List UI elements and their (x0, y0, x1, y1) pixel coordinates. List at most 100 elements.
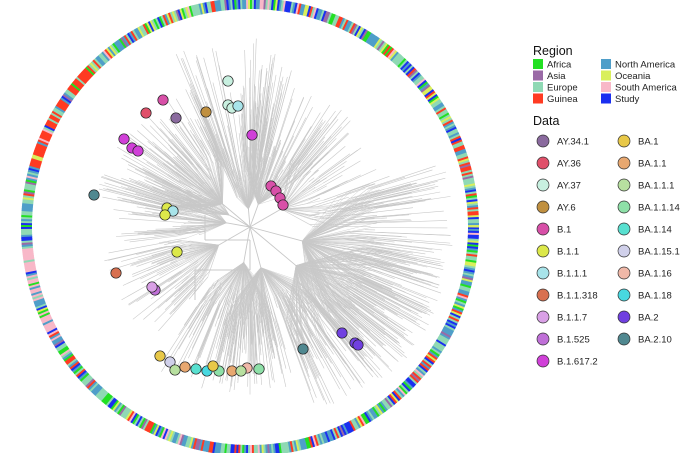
ring-segment (454, 146, 466, 153)
ring-segment (417, 364, 428, 374)
data-legend-label: AY.37 (557, 181, 581, 192)
ring-segment (162, 14, 169, 26)
ring-segment (25, 268, 37, 273)
ring-segment (92, 59, 102, 69)
ring-segment (145, 421, 153, 432)
ring-segment (440, 115, 452, 124)
data-legend-marker (617, 134, 631, 148)
ring-segment (219, 443, 224, 453)
ring-segment (143, 420, 152, 432)
ring-segment (54, 340, 66, 349)
ring-segment (248, 0, 251, 10)
ring-segment (313, 434, 319, 447)
ring-segment (418, 81, 429, 91)
region-swatch (601, 82, 611, 92)
ring-segment (386, 395, 396, 406)
ring-segment (295, 3, 301, 15)
ring-segment (147, 421, 155, 433)
lineage-marker (157, 94, 169, 106)
ring-segment (24, 186, 36, 192)
ring-segment (465, 195, 478, 199)
ring-segment (82, 69, 93, 79)
ring-segment (31, 292, 43, 298)
ring-segment (376, 40, 385, 51)
ring-segment (327, 429, 334, 441)
ring-segment (73, 79, 84, 89)
ring-segment (376, 403, 385, 414)
ring-segment (313, 8, 320, 20)
ring-segment (175, 9, 182, 21)
ring-segment (467, 219, 479, 222)
ring-segment (296, 439, 302, 451)
ring-segment (65, 88, 77, 98)
ring-segment (421, 86, 432, 95)
ring-segment (83, 67, 94, 77)
ring-segment (385, 47, 395, 58)
ring-segment (433, 342, 445, 351)
ring-segment (51, 335, 63, 344)
ring-segment (22, 198, 34, 203)
ring-segment (315, 8, 322, 20)
ring-segment (190, 5, 196, 17)
ring-segment (72, 80, 83, 90)
lineage-marker (336, 327, 348, 339)
lineage-marker (110, 267, 122, 279)
ring-segment (285, 1, 291, 13)
ring-segment (132, 29, 140, 41)
ring-segment (133, 414, 141, 426)
ring-segment (463, 181, 475, 186)
ring-segment (196, 3, 202, 16)
ring-segment (103, 394, 113, 405)
region-swatch (533, 70, 543, 81)
ring-segment (27, 169, 40, 175)
ring-segment (179, 8, 185, 20)
ring-segment (368, 408, 377, 420)
ring-segment (39, 133, 52, 141)
ring-segment (28, 283, 40, 289)
ring-segment (427, 94, 438, 103)
ring-segment (345, 21, 353, 33)
ring-segment (23, 256, 35, 261)
data-legend-label: B.1 (557, 225, 571, 236)
ring-segment (451, 306, 464, 314)
ring-segment (36, 140, 49, 148)
ring-segment (430, 347, 441, 356)
ring-segment (43, 322, 55, 330)
ring-segment (415, 367, 426, 377)
ring-segment (449, 312, 461, 319)
ring-segment (251, 0, 255, 10)
ring-segment (450, 137, 462, 144)
ring-segment (59, 98, 70, 107)
ring-segment (23, 188, 36, 193)
ring-segment (75, 368, 86, 378)
lineage-marker (190, 363, 202, 375)
ring-segment (427, 352, 438, 361)
ring-segment (173, 432, 180, 444)
ring-segment (456, 154, 468, 161)
ring-segment (100, 392, 110, 403)
ring-segment (40, 315, 52, 322)
ring-segment (462, 175, 474, 181)
ring-segment (432, 102, 444, 111)
ring-segment (149, 20, 157, 32)
ring-segment (126, 410, 135, 422)
ring-segment (188, 436, 194, 449)
ring-segment (24, 264, 36, 269)
ring-segment (435, 339, 447, 348)
ring-segment (341, 423, 349, 435)
ring-segment (216, 0, 221, 12)
ring-segment (365, 32, 374, 44)
ring-segment (105, 47, 115, 58)
ring-segment (453, 144, 465, 152)
ring-segment (308, 6, 314, 18)
ring-segment (90, 383, 100, 394)
ring-segment (186, 436, 192, 448)
ring-segment (448, 315, 460, 323)
ring-segment (60, 96, 71, 106)
data-legend-marker (536, 244, 550, 258)
ring-segment (253, 0, 257, 10)
ring-segment (61, 350, 72, 359)
ring-segment (436, 337, 448, 346)
ring-segment (350, 23, 358, 35)
